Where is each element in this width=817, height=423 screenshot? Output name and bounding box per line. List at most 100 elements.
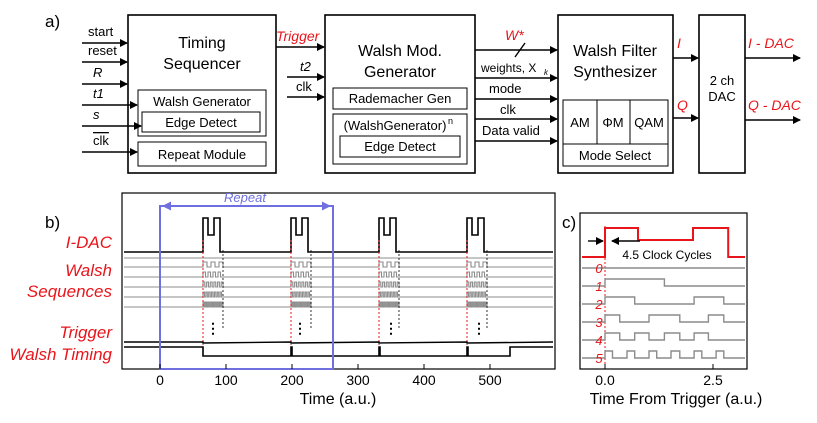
repeat-label: Repeat xyxy=(224,190,267,205)
row-label-sequences: Sequences xyxy=(27,282,113,301)
b-tick-400: 400 xyxy=(412,372,436,388)
b-tick-500: 500 xyxy=(478,372,502,388)
ellipsis-3: ⋮ xyxy=(384,320,398,336)
repeat-annotation: Repeat xyxy=(159,190,334,370)
walsh-sequence-5 xyxy=(124,301,553,308)
panel-b-ellipses: ⋮ ⋮ ⋮ ⋮ xyxy=(206,320,486,336)
c-row-4: 4 xyxy=(595,333,602,348)
walsh-sequence-3 xyxy=(124,281,553,288)
panel-a-label: a) xyxy=(45,12,60,31)
mode-qam: QAM xyxy=(634,115,664,130)
output-i-dac: I - DAC xyxy=(748,35,795,51)
b-tick-300: 300 xyxy=(346,372,370,388)
input-t1: t1 xyxy=(93,86,104,101)
panel-c-x-axis: 0.0 2.5 Time From Trigger (a.u.) xyxy=(590,364,763,408)
panel-b-x-axis: 0 100 200 300 400 500 Time (a.u.) xyxy=(156,364,502,408)
ellipsis-1: ⋮ xyxy=(206,320,220,336)
clock-cycles-annotation: 4.5 Clock Cycles xyxy=(588,237,721,262)
weights-label: weights, X xyxy=(480,61,536,75)
dac-block: 2 ch DAC xyxy=(698,14,746,174)
walsh-filter-synthesizer-block: Walsh Filter Synthesizer AM ΦM QAM Mode … xyxy=(557,14,674,174)
walsh-timing-trace xyxy=(124,346,553,357)
trigger-trace xyxy=(124,341,554,344)
panel-b-traces xyxy=(124,217,554,357)
c-walsh-row-4 xyxy=(582,332,745,341)
panel-b-frame xyxy=(121,192,556,370)
mode-phim: ΦM xyxy=(602,115,623,130)
channel-q-label: Q xyxy=(677,97,688,113)
c-tick-0: 0.0 xyxy=(595,372,615,388)
input-clk: clk xyxy=(93,133,109,148)
clk-label: clk xyxy=(500,102,516,117)
input-t2: t2 xyxy=(300,59,312,74)
edge-detect-label-2: Edge Detect xyxy=(364,139,436,154)
c-row-2: 2 xyxy=(594,297,603,312)
walsh-mod-inputs: t2 clk xyxy=(287,59,325,101)
walsh-sequence-2 xyxy=(124,271,553,278)
data-valid-label: Data valid xyxy=(482,123,540,138)
row-label-i-dac: I-DAC xyxy=(66,233,113,252)
panel-c-row-labels: 0 1 2 3 4 5 xyxy=(594,261,603,366)
walsh-generator-n-label: (WalshGenerator) xyxy=(344,118,447,133)
timing-sequencer-title-1: Timing xyxy=(178,35,225,52)
input-clk-2: clk xyxy=(296,79,312,94)
walsh-sequence-1 xyxy=(124,261,553,268)
walsh-generator-label: Walsh Generator xyxy=(153,94,251,109)
walsh-filter-title-2: Synthesizer xyxy=(573,64,657,81)
weights-subscript: k xyxy=(544,68,549,77)
walsh-bus: W* weights, X k mode clk Data valid xyxy=(475,27,558,145)
timing-sequencer-block: Timing Sequencer Walsh Generator Edge De… xyxy=(127,14,277,174)
b-tick-0: 0 xyxy=(156,372,164,388)
input-start: start xyxy=(88,24,114,39)
panel-b-label: b) xyxy=(45,213,60,232)
panel-c-label: c) xyxy=(562,213,576,232)
input-R: R xyxy=(93,65,102,80)
c-walsh-row-2 xyxy=(582,296,745,305)
iq-connections: I Q xyxy=(673,35,699,122)
c-walsh-row-3 xyxy=(582,314,745,323)
dac-line-1: 2 ch xyxy=(710,73,735,88)
c-tick-2-5: 2.5 xyxy=(703,372,723,388)
panel-c-traces xyxy=(582,226,745,368)
c-row-1: 1 xyxy=(595,279,602,294)
c-row-0: 0 xyxy=(595,261,603,276)
input-s: s xyxy=(93,107,100,122)
ellipsis-2: ⋮ xyxy=(293,320,307,336)
c-row-5: 5 xyxy=(595,351,603,366)
panel-c-frame xyxy=(579,212,748,370)
c-walsh-row-1 xyxy=(582,278,745,287)
row-label-walsh: Walsh xyxy=(65,261,112,280)
walsh-filter-title-1: Walsh Filter xyxy=(573,43,658,60)
walsh-sequence-4 xyxy=(124,291,553,298)
repeat-module-label: Repeat Module xyxy=(158,147,246,162)
dac-outputs: I - DAC Q - DAC xyxy=(745,35,802,124)
timing-sequencer-title-2: Sequencer xyxy=(163,56,241,73)
c-x-axis-label: Time From Trigger (a.u.) xyxy=(590,391,763,408)
walsh-mod-generator-block: Walsh Mod. Generator Rademacher Gen (Wal… xyxy=(324,14,476,174)
ellipsis-4: ⋮ xyxy=(472,320,486,336)
dac-line-2: DAC xyxy=(708,89,735,104)
i-dac-trace xyxy=(124,217,553,253)
output-q-dac: Q - DAC xyxy=(748,97,802,113)
mode-select-label: Mode Select xyxy=(579,148,652,163)
input-reset: reset xyxy=(88,43,117,58)
row-label-walsh-timing: Walsh Timing xyxy=(9,345,112,364)
b-x-axis-label: Time (a.u.) xyxy=(300,391,377,408)
mode-am: AM xyxy=(570,115,590,130)
timing-sequencer-inputs: start reset R t1 s clk xyxy=(82,24,142,156)
b-tick-100: 100 xyxy=(214,372,238,388)
panel-b-row-labels: I-DAC Walsh Sequences Trigger Walsh Timi… xyxy=(9,233,113,364)
walsh-mod-title-2: Generator xyxy=(364,64,437,81)
clock-cycles-label: 4.5 Clock Cycles xyxy=(622,248,711,262)
c-row-3: 3 xyxy=(595,315,603,330)
edge-detect-label-1: Edge Detect xyxy=(165,115,237,130)
row-label-trigger: Trigger xyxy=(59,323,113,342)
c-walsh-row-5 xyxy=(582,350,745,359)
walsh-mod-title-1: Walsh Mod. xyxy=(358,43,442,60)
walsh-generator-n-superscript: n xyxy=(448,116,453,126)
rademacher-gen-label: Rademacher Gen xyxy=(349,91,452,106)
b-tick-200: 200 xyxy=(280,372,304,388)
mode-label: mode xyxy=(489,81,522,96)
w-star-label: W* xyxy=(505,27,524,43)
